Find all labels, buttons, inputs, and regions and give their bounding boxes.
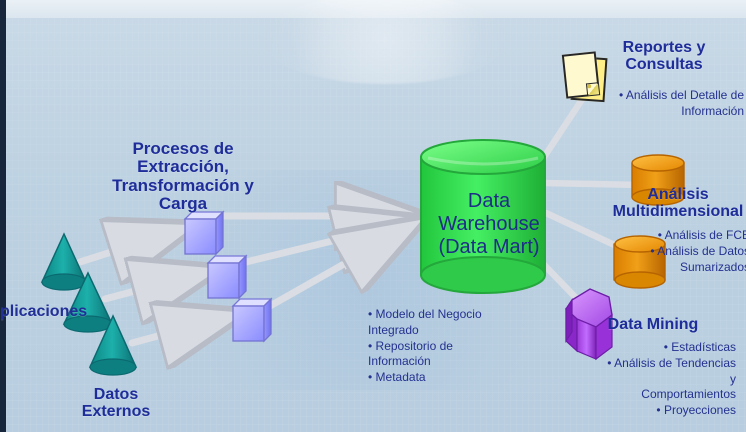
warehouse-bullet: Repositorio de Información [368,339,516,371]
arrow-icon [128,316,232,343]
olap-label: Análisis Multidimensional [612,186,744,221]
cube-icon [206,254,248,300]
external-data-label: Datos Externos [81,386,151,421]
mining-bullet: Estadísticas [600,340,736,356]
process-label: Procesos de Extracción, Transformación y… [112,139,254,214]
warehouse-bullet: Metadata [368,370,516,386]
top-band [0,0,746,18]
watermark [260,0,510,84]
cone-icon [88,314,138,376]
mining-label: Data Mining [607,316,699,333]
olap-bullets: Análisis de FCE Análisis de Datos Sumari… [610,228,746,275]
mining-bullets: Estadísticas Análisis de Tendencias y Co… [600,340,736,419]
left-border [0,0,6,432]
arrow-icon [101,272,207,299]
arrow-icon [266,226,411,310]
cube-icon [183,210,225,256]
connector-line-olap [540,179,646,189]
arrow-icon [76,229,183,262]
applications-label: plicaciones [0,303,88,320]
olap-bullet: Análisis de FCE [610,228,746,244]
cone-icon [40,232,88,291]
cone-icon [62,271,114,333]
warehouse-bullet: Modelo del Negocio Integrado [368,307,516,339]
warehouse-bullets: Modelo del Negocio Integrado Repositorio… [368,307,516,386]
source-cones [40,232,138,376]
cube-icon [231,297,273,343]
warehouse-label: Data Warehouse (Data Mart) [438,190,540,259]
connector-group [76,94,646,343]
document-accent [587,84,592,89]
mining-bullet: Análisis de Tendencias y Comportamientos [600,356,736,403]
cylinder-icon [631,154,685,206]
mining-bullet: Proyecciones [600,403,736,419]
reports-label: Reportes y Consultas [622,39,706,74]
process-cubes [183,210,273,343]
reports-bullets: Análisis del Detalle de Información [594,88,744,120]
olap-bullet: Análisis de Datos Sumarizados [610,244,746,276]
reports-bullet: Análisis del Detalle de Información [594,88,744,120]
warehouse-cylinder [420,139,546,294]
